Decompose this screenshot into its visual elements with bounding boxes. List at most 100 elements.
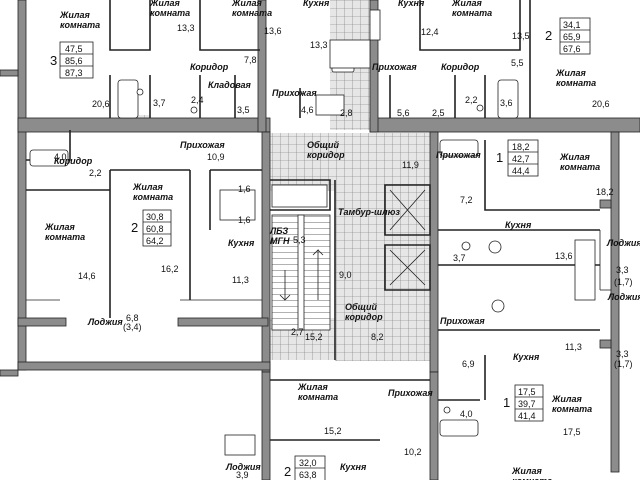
apartment-box-1room-right: 1 18,2 42,7 44,4 — [496, 139, 539, 177]
room-area: 1,6 — [238, 184, 251, 194]
room-area: 3,5 — [237, 105, 250, 115]
apartment-area: 47,5 — [65, 44, 83, 54]
room-area: 11,3 — [565, 342, 582, 352]
room-label-kitchen-4: Кухня — [228, 238, 255, 248]
room-area: 2,4 — [191, 95, 204, 105]
apartment-area: 85,6 — [65, 56, 83, 66]
apartment-box-2room-left: 2 30,8 60,8 64,2 — [131, 209, 172, 247]
room-area: 3,3 — [616, 349, 629, 359]
apartment-rooms: 1 — [496, 150, 503, 165]
apartment-area: 63,8 — [299, 470, 317, 480]
apartment-area: 87,3 — [65, 68, 83, 78]
room-area: 3,7 — [153, 98, 166, 108]
room-label-hall-2: Прихожая — [372, 62, 417, 72]
room-label-kitchen-6: Кухня — [340, 462, 367, 472]
room-label-hall-5: Прихожая — [440, 316, 485, 326]
room-area: 7,8 — [244, 55, 257, 65]
apartment-area: 17,5 — [518, 387, 536, 397]
room-label-hall-4: Прихожая — [436, 150, 481, 160]
room-area: 2,8 — [340, 108, 353, 118]
apartment-area: 32,0 — [299, 458, 317, 468]
apartment-area: 64,2 — [146, 236, 164, 246]
room-label-loggia-1: Лоджия — [606, 238, 640, 248]
fixtures — [29, 9, 596, 456]
apartment-area: 42,7 — [512, 154, 530, 164]
room-area: 20,6 — [592, 99, 610, 109]
room-area: 20,6 — [92, 99, 110, 109]
room-area: (1,7) — [614, 277, 633, 287]
room-area: 6,8 — [126, 313, 139, 323]
room-area: 11,9 — [402, 160, 419, 170]
room-label-kitchen-3: Кухня — [505, 220, 532, 230]
room-label-loggia-3: Лоджия — [87, 317, 123, 327]
apartment-rooms: 2 — [284, 464, 291, 479]
room-area: 12,4 — [421, 27, 439, 37]
apartment-box-3room: 3 47,5 85,6 87,3 — [50, 41, 94, 79]
room-area: 9,0 — [339, 270, 352, 280]
room-area: 4,0 — [460, 409, 473, 419]
apartment-area: 41,4 — [518, 411, 536, 421]
room-area: 15,2 — [324, 426, 342, 436]
room-label-kitchen-2: Кухня — [398, 0, 425, 8]
room-areas: 13,3 13,6 13,3 7,8 12,4 13,5 5,5 20,6 3,… — [54, 23, 633, 480]
room-area: 13,6 — [555, 251, 573, 261]
room-area: 3,7 — [453, 253, 466, 263]
apartment-area: 65,9 — [563, 32, 581, 42]
elevators — [389, 189, 426, 286]
apartment-area: 67,6 — [563, 44, 581, 54]
room-area: 5,3 — [293, 235, 306, 245]
room-area: 10,9 — [207, 152, 225, 162]
apartment-rooms: 2 — [131, 220, 138, 235]
apartment-rooms: 2 — [545, 28, 552, 43]
room-label-loggia-2: Лоджия — [607, 292, 640, 302]
room-area: 2,7 — [291, 327, 304, 337]
staircase — [271, 214, 331, 331]
room-area: 4,0 — [54, 152, 67, 162]
room-label-pantry: Кладовая — [208, 80, 252, 90]
apartment-area: 34,1 — [563, 20, 581, 30]
apartment-rooms: 3 — [50, 53, 57, 68]
partitions — [26, 0, 611, 441]
room-area: 16,2 — [161, 264, 179, 274]
room-area: 1,6 — [238, 215, 251, 225]
apartment-area: 18,2 — [512, 142, 530, 152]
apartment-box-2room-top: 2 34,1 65,9 67,6 — [545, 17, 591, 55]
room-area: 10,2 — [404, 447, 422, 457]
room-label-kitchen-1: Кухня — [303, 0, 330, 8]
room-area: 15,2 — [305, 332, 323, 342]
room-area: 3,6 — [500, 98, 513, 108]
room-area: 3,9 — [236, 470, 249, 480]
room-area: 7,2 — [460, 195, 473, 205]
apartment-area: 44,4 — [512, 166, 530, 176]
room-area: 2,5 — [432, 108, 445, 118]
room-area: (1,7) — [614, 359, 633, 369]
room-area: 6,9 — [462, 359, 475, 369]
room-label-hall-3: Прихожая — [180, 140, 225, 150]
room-label-corridor-1: Коридор — [190, 62, 229, 72]
apartment-box-2room-bottom: 2 32,0 63,8 — [284, 455, 326, 480]
apartment-box-1room-bottom: 1 17,5 39,7 41,4 — [503, 384, 544, 422]
room-label-corridor-3: Коридор — [54, 156, 93, 166]
room-area: 5,5 — [511, 58, 524, 68]
apartment-area: 30,8 — [146, 212, 164, 222]
room-area: 3,3 — [616, 265, 629, 275]
room-area: 14,6 — [78, 271, 96, 281]
room-label-corridor-2: Коридор — [441, 62, 480, 72]
room-area: 2,2 — [465, 95, 478, 105]
room-area: 11,3 — [232, 275, 249, 285]
room-area: 13,5 — [512, 31, 530, 41]
room-label-hall-6: Прихожая — [388, 388, 433, 398]
room-area: 17,5 — [563, 427, 581, 437]
